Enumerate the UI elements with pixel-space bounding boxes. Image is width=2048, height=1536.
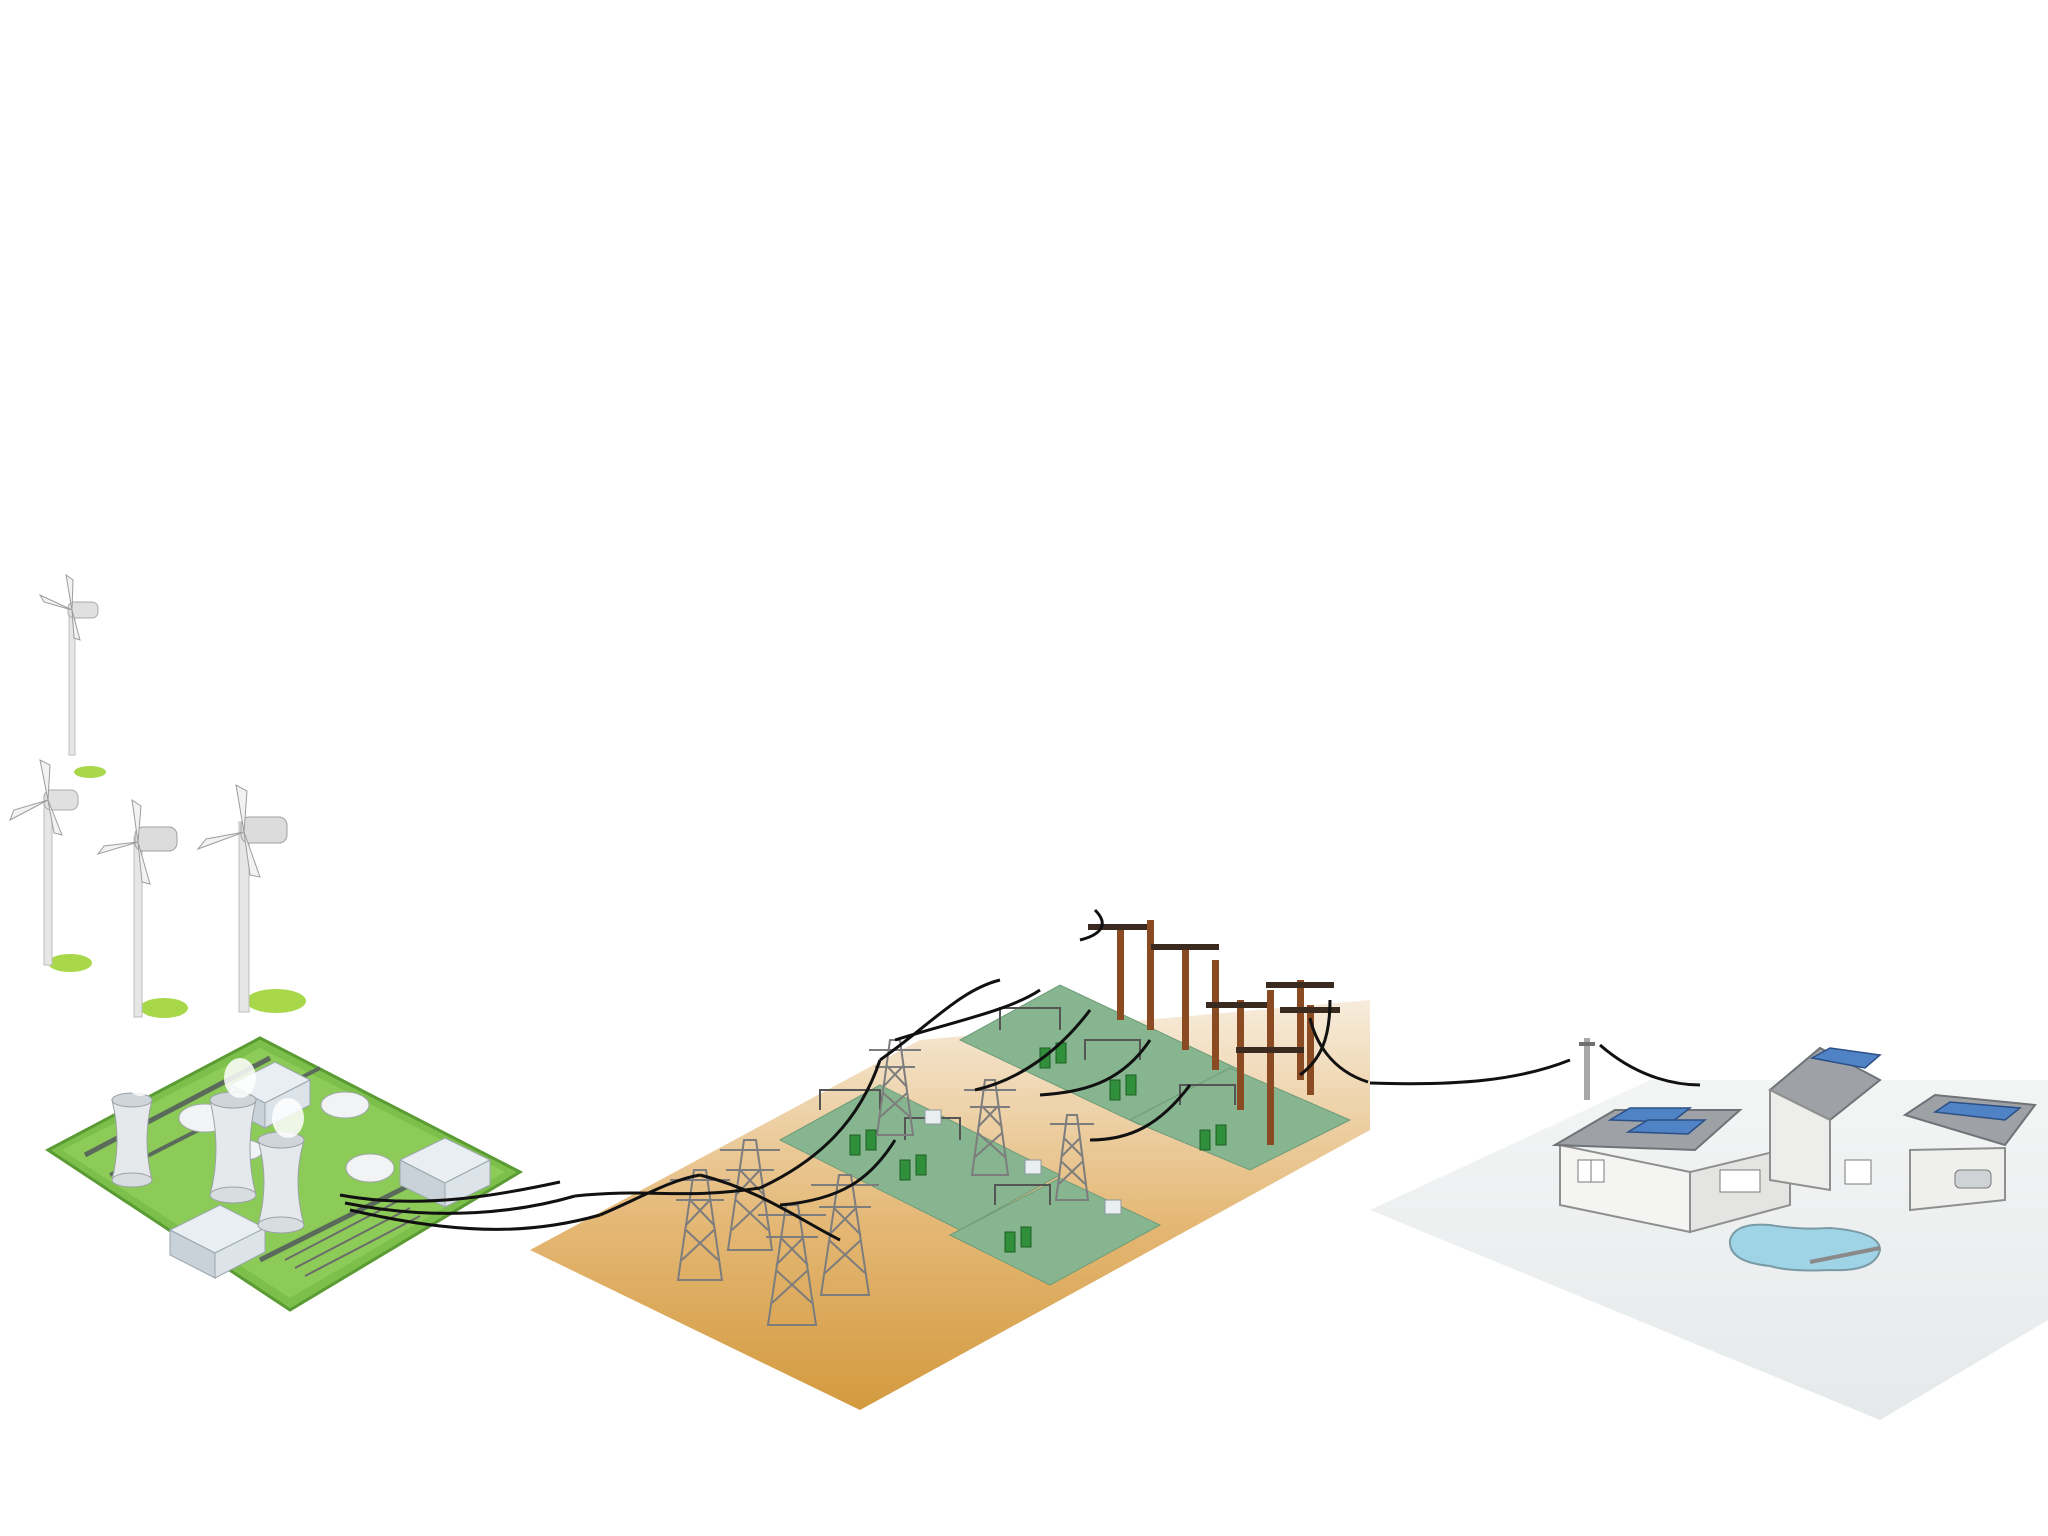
utility-pole-icon [1088, 924, 1152, 1020]
utility-pole-icon [1579, 1038, 1595, 1100]
transmission-tower-icon [1050, 1114, 1094, 1201]
utility-poles [1088, 920, 1340, 1145]
cooling-tower-icon [257, 1098, 305, 1234]
cooling-tower-icon [209, 1058, 257, 1204]
wind-turbine-icon [96, 798, 188, 1018]
cooling-tower-icon [111, 1060, 154, 1188]
utility-pole-icon [1147, 920, 1154, 1030]
utility-pole-icon [1236, 1045, 1304, 1145]
utility-pole-icon [1206, 1000, 1274, 1110]
transmission-tower-icon [964, 1079, 1016, 1176]
power-lines [339, 908, 1701, 1242]
utility-pole-icon [1267, 990, 1274, 1090]
pool-icon [1728, 1223, 1882, 1272]
wind-turbine-icon [9, 759, 92, 972]
wind-turbine-icon [196, 784, 306, 1013]
house-icon [1551, 1046, 2037, 1272]
wind-farm [9, 573, 306, 1018]
utility-pole-icon [1212, 960, 1219, 1070]
solar-panel-icon [1607, 1047, 2022, 1135]
utility-pole-icon [1266, 980, 1334, 1080]
control-boxes [924, 1109, 1122, 1215]
utility-pole-icon [1151, 944, 1219, 1050]
power-plant-icon [45, 1036, 524, 1312]
home-ground [1370, 1080, 2048, 1420]
utility-pole-icon [1280, 1005, 1340, 1095]
wind-turbine-icon [38, 573, 106, 778]
transmission-tower-icon [811, 1174, 879, 1296]
transmission-tower-icon [720, 1139, 780, 1251]
